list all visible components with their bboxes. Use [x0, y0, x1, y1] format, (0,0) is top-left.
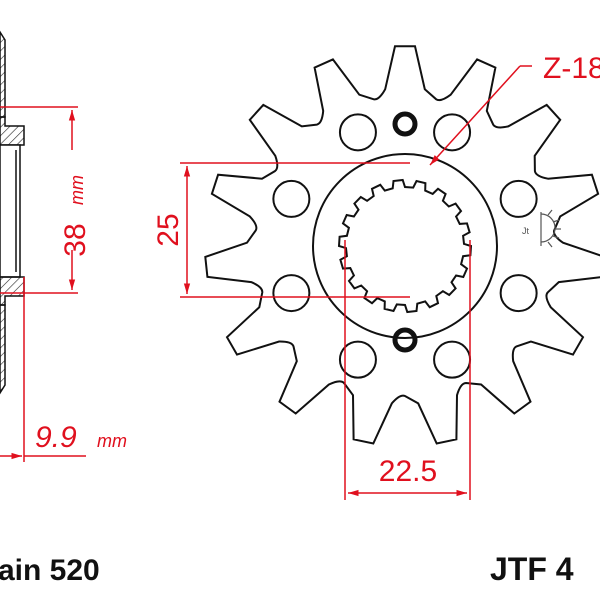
lightening-hole	[499, 179, 538, 218]
mount-hole	[392, 111, 418, 137]
spline-width: 22.5	[379, 455, 437, 488]
svg-text:Jt: Jt	[522, 226, 530, 236]
lightening-hole	[272, 274, 311, 313]
lightening-hole	[338, 113, 377, 152]
part-number: JTF 4	[490, 551, 574, 587]
width-unit: mm	[97, 431, 127, 451]
side-section-view	[0, 30, 25, 395]
chain-label: ain 520	[0, 554, 100, 587]
lightening-hole	[433, 340, 472, 379]
height-unit: mm	[67, 175, 87, 205]
spline-bore	[337, 178, 473, 314]
mount-hole	[392, 327, 418, 353]
width-value: 9.9	[35, 421, 77, 454]
lightening-hole	[338, 340, 377, 379]
dimension-25	[180, 162, 410, 298]
sprocket-front-view	[204, 45, 600, 445]
teeth-count-leader	[429, 65, 532, 166]
hub-circle	[312, 153, 498, 339]
sun-symbol-icon: Jt	[522, 209, 561, 248]
dimension-9-9mm	[0, 277, 86, 462]
lightening-hole	[433, 113, 472, 152]
spline-height: 25	[152, 213, 185, 246]
sprocket-teeth-outline	[204, 45, 600, 445]
dimension-22-5	[344, 240, 471, 500]
dimension-38mm	[0, 106, 78, 294]
teeth-count: Z-18	[543, 52, 600, 85]
lightening-hole	[272, 179, 311, 218]
lightening-hole	[499, 274, 538, 313]
height-value: 38	[59, 223, 92, 256]
